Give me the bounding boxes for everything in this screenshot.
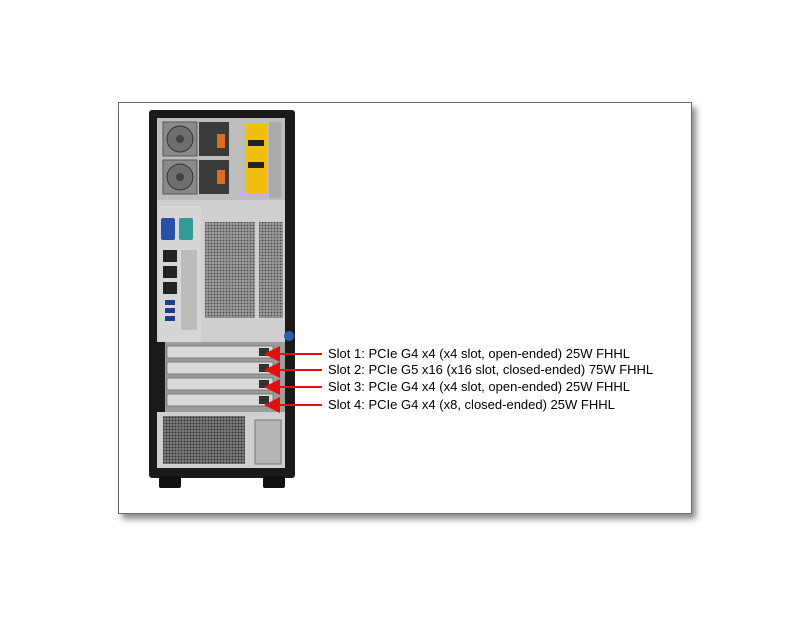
callout-slot-1: Slot 1: PCIe G4 x4 (x4 slot, open-ended)… [328,346,631,361]
psu-warning-label [245,124,267,194]
callout-slot-3: Slot 3: PCIe G4 x4 (x4 slot, open-ended)… [328,379,631,394]
foot-left [159,476,181,488]
serial-port-icon [179,218,193,240]
power-button-icon [284,331,294,341]
callout-slot-2: Slot 2: PCIe G5 x16 (x16 slot, closed-en… [328,362,654,377]
pcie-slot-3 [166,377,274,391]
rear-vent [205,222,255,318]
pcie-slot-2 [166,361,274,375]
usb-port-icon [165,300,175,321]
callout-slot-4: Slot 4: PCIe G4 x4 (x8, closed-ended) 25… [328,397,615,412]
ethernet-port-icon [163,250,177,294]
rear-vent-right [259,222,283,318]
vga-port-icon [161,218,175,240]
foot-right [263,476,285,488]
psu-1 [162,121,229,157]
server-rear-view [149,110,295,488]
pcie-slot-1 [166,345,274,359]
bottom-vent [163,416,245,464]
pcie-slot-4 [166,393,274,407]
psu-2 [162,159,229,195]
